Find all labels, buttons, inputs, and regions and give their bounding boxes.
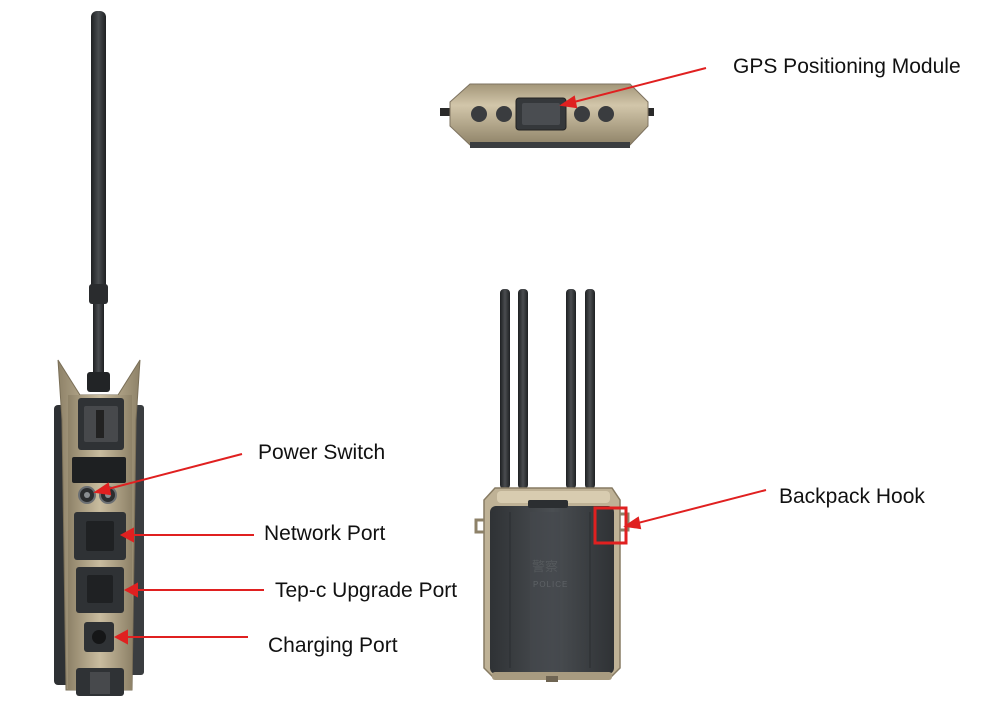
charging-port-label: Charging Port xyxy=(268,634,398,657)
front-antenna-3 xyxy=(566,289,576,489)
front-view-device xyxy=(474,289,630,682)
power-switch-label: Power Switch xyxy=(258,441,386,464)
power-arrow xyxy=(103,453,243,491)
front-antenna-1 xyxy=(500,289,510,489)
gps-arrow xyxy=(569,67,707,104)
side-display xyxy=(72,457,126,483)
hook-arrow xyxy=(633,489,767,525)
backpack-hook-label: Backpack Hook xyxy=(779,485,925,508)
gps-module-label: GPS Positioning Module xyxy=(733,55,961,78)
top-view-device xyxy=(440,83,654,148)
annotations xyxy=(93,67,767,645)
network-port-label: Network Port xyxy=(264,522,386,545)
police-marking-en: POLICE xyxy=(533,580,569,589)
police-marking-cn: 警察 xyxy=(532,560,559,575)
front-antenna-4 xyxy=(585,289,595,489)
side-view-device xyxy=(54,11,144,696)
side-antenna xyxy=(91,11,106,291)
front-antenna-2 xyxy=(518,289,528,489)
tepc-upgrade-port-label: Tep-c Upgrade Port xyxy=(275,579,458,602)
